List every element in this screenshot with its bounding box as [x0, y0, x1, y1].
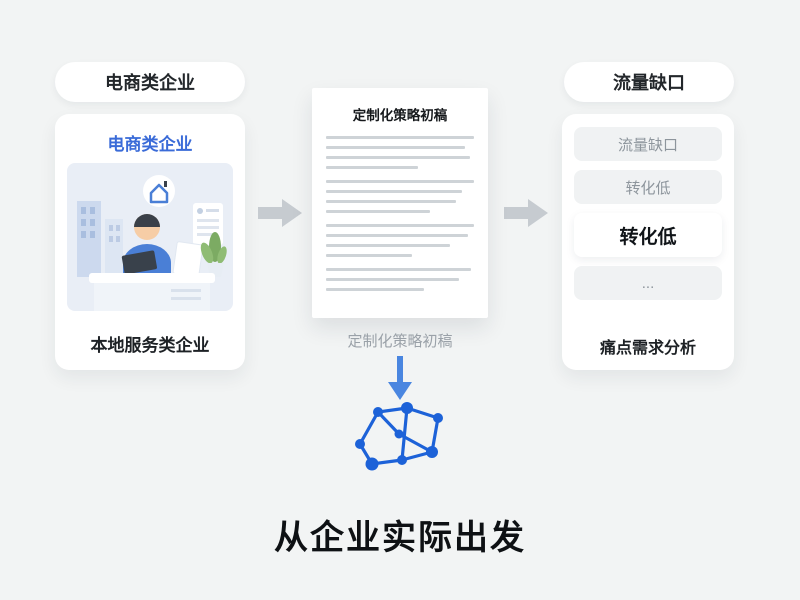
- document-caption: 定制化策略初稿: [347, 333, 453, 350]
- right-pill: 流量缺口: [564, 62, 734, 102]
- right-card-caption: 痛点需求分析: [599, 340, 696, 357]
- person-at-desk-illustration: [67, 163, 233, 311]
- document-text-lines: [326, 136, 474, 291]
- right-pill-label: 流量缺口: [613, 73, 685, 93]
- pain-point-item-more: ...: [574, 266, 722, 300]
- left-pill-label: 电商类企业: [105, 73, 195, 93]
- ecommerce-card: 电商类企业: [55, 114, 245, 370]
- pain-point-item: 转化低: [574, 170, 722, 204]
- arrow-right-icon: [504, 199, 548, 227]
- left-pill: 电商类企业: [55, 62, 245, 102]
- arrow-down-icon: [388, 356, 412, 400]
- pain-point-item-emphasized: 转化低: [574, 213, 722, 257]
- arrow-right-icon: [258, 199, 302, 227]
- network-graph-icon: [355, 402, 443, 471]
- headline: 从企业实际出发: [274, 519, 526, 557]
- document-title: 定制化策略初稿: [352, 108, 448, 123]
- pain-points-card: 流量缺口 转化低 转化低 ... 痛点需求分析: [562, 114, 734, 370]
- pain-point-item: 流量缺口: [574, 127, 722, 161]
- strategy-document: 定制化策略初稿: [312, 88, 488, 318]
- left-card-caption: 本地服务类企业: [90, 336, 210, 355]
- left-card-title: 电商类企业: [107, 135, 193, 154]
